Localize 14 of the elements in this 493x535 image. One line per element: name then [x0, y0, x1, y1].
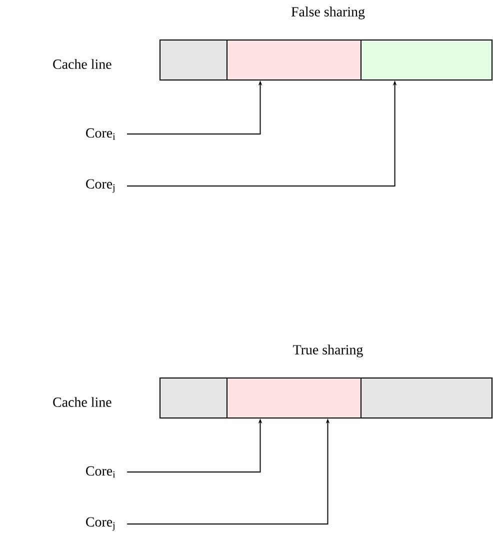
core-label: Core$_{i}$: [86, 128, 116, 140]
core-label: Core$_{j}$: [86, 517, 114, 531]
cache-segment: [226, 40, 362, 80]
cache-segment: [360, 378, 492, 418]
core-label: Core$_{i}$: [86, 466, 116, 478]
row-label: Cache line: [53, 397, 112, 407]
cache-segment: [160, 378, 228, 418]
panel-title: False sharing: [291, 6, 365, 20]
cache-segment: [160, 40, 228, 80]
cache-segment: [226, 378, 362, 418]
row-label: Cache line: [53, 59, 112, 69]
core-label: Core$_{j}$: [86, 179, 114, 193]
cache-segment: [360, 40, 492, 80]
panel-title: True sharing: [293, 344, 363, 358]
